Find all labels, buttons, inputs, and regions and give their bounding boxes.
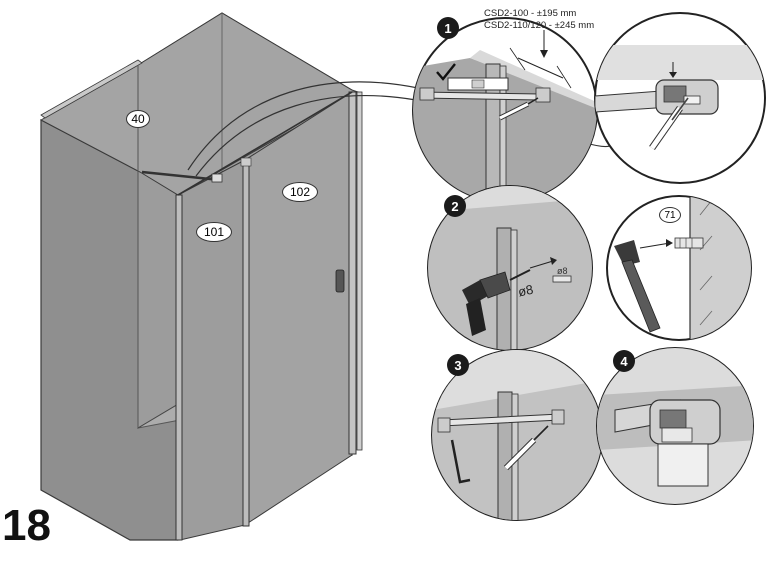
drill-diameter-label: ø8 xyxy=(516,281,535,300)
detail-step-1 xyxy=(412,17,598,203)
leader-curve-2 xyxy=(195,95,417,177)
detail-step-4 xyxy=(596,347,754,505)
drill-diameter-small: ø8 xyxy=(557,266,568,276)
page-number: 18 xyxy=(2,501,51,550)
step-number-2: 2 xyxy=(444,195,466,217)
checkmark-icon xyxy=(436,63,456,81)
spec-line-1: CSD2-100 - ±195 mm xyxy=(484,8,577,19)
detail-step-3 xyxy=(431,349,603,521)
callout-102: 102 xyxy=(282,182,318,202)
glass-panel-102 xyxy=(244,91,353,526)
shower-enclosure xyxy=(39,12,363,541)
allen-key-icon xyxy=(450,439,471,484)
glass-panel-101 xyxy=(177,159,246,541)
step-number-3: 3 xyxy=(447,354,469,376)
step-number-4: 4 xyxy=(613,350,635,372)
detail-step-1-closeup xyxy=(594,12,766,184)
spec-line-2: CSD2-110/120 - ±245 mm xyxy=(484,20,595,31)
callout-71: 71 xyxy=(659,207,681,223)
callout-40: 40 xyxy=(126,110,150,128)
detail-step-2 xyxy=(427,185,593,351)
step-number-1: 1 xyxy=(437,17,459,39)
callout-101: 101 xyxy=(196,222,232,242)
leader-curve-1 xyxy=(187,81,419,171)
detail-step-2-plug xyxy=(606,195,752,341)
